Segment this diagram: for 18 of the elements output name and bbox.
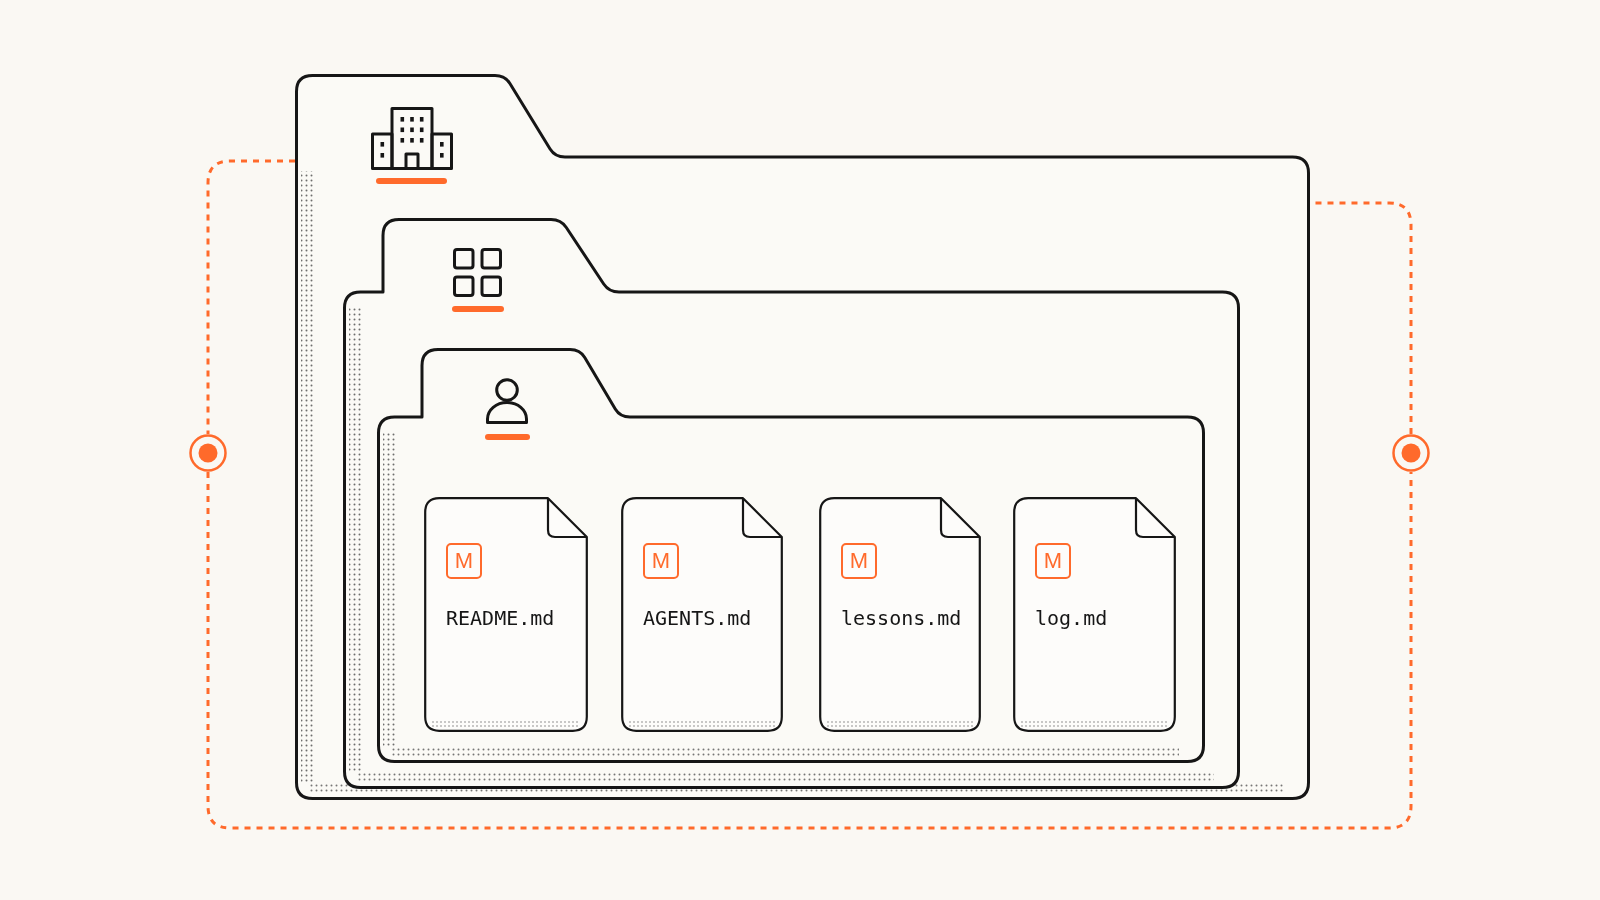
ring-marker [189, 434, 227, 472]
dashed-connector [206, 159, 295, 434]
file-name: lessons.md [841, 606, 962, 630]
markdown-tag: M [1035, 543, 1071, 579]
file-document [1013, 497, 1176, 732]
file-name: README.md [446, 606, 555, 630]
folder [377, 348, 1205, 763]
markdown-tag: M [446, 543, 482, 579]
file-document [424, 497, 588, 732]
file-name: log.md [1035, 606, 1108, 630]
markdown-tag: M [841, 543, 877, 579]
folder [295, 74, 1310, 800]
ring-marker [1392, 434, 1430, 472]
file-document [819, 497, 981, 732]
markdown-tag: M [643, 543, 679, 579]
dashed-connector [206, 472, 1413, 830]
file-document [621, 497, 783, 732]
file-name: AGENTS.md [643, 606, 752, 630]
